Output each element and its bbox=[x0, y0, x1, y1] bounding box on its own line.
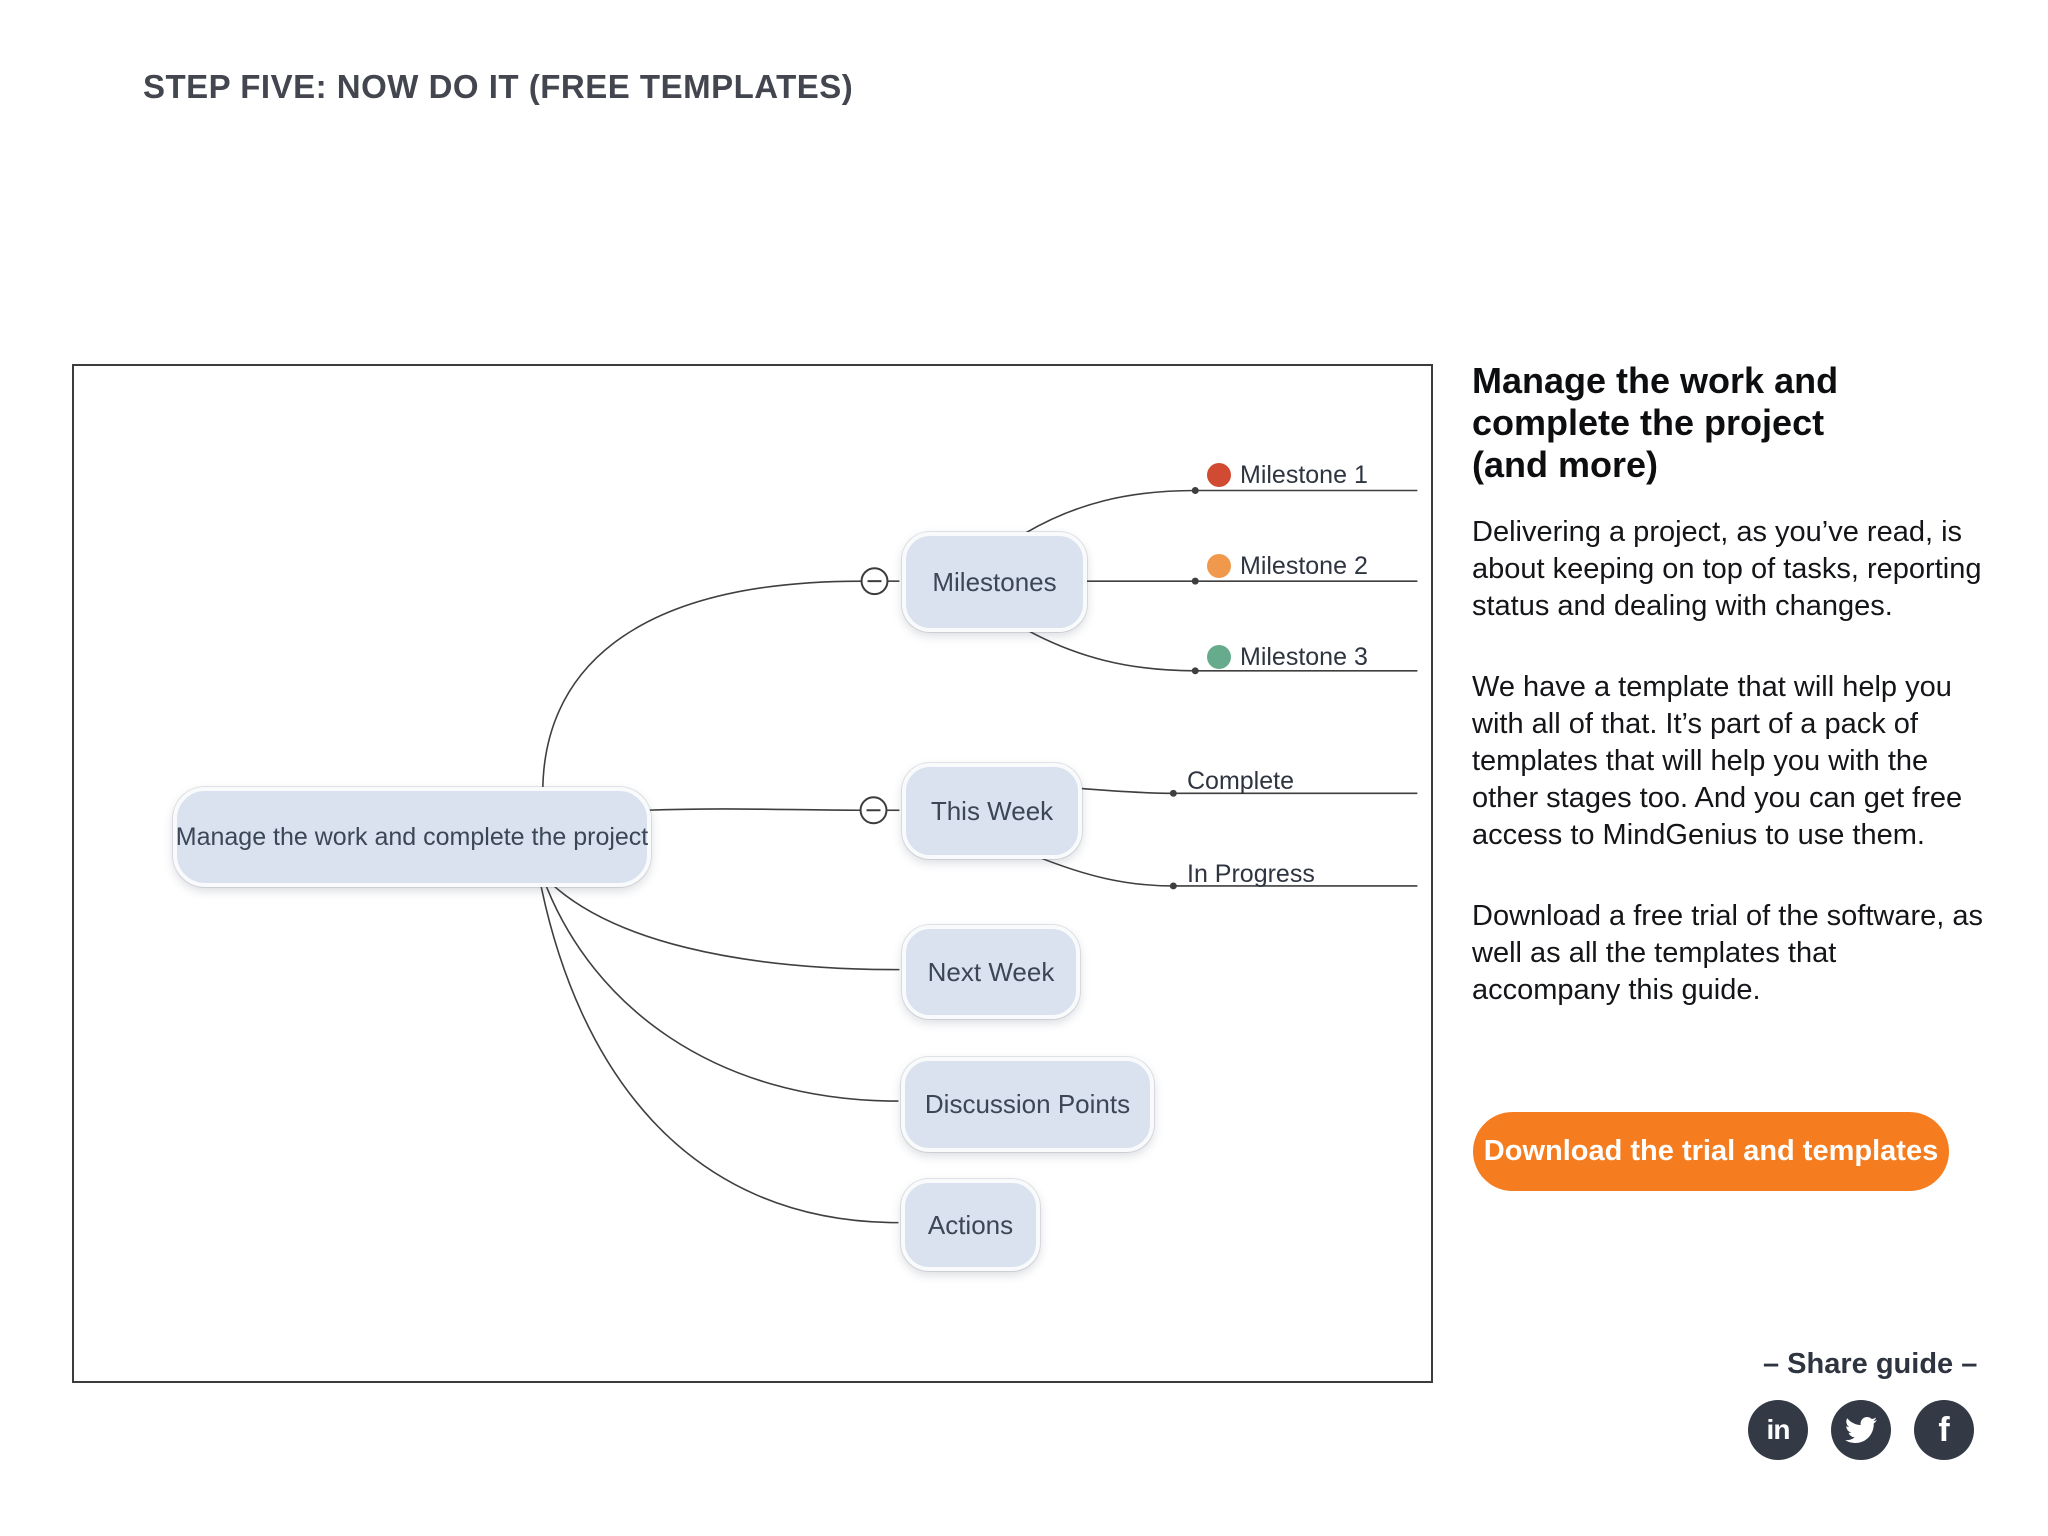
mindmap-node-discussion-points: Discussion Points bbox=[901, 1057, 1154, 1152]
twitter-icon bbox=[1845, 1414, 1877, 1446]
milestone-2-status-dot bbox=[1207, 554, 1231, 578]
mindmap-root-node: Manage the work and complete the project bbox=[173, 787, 651, 887]
mindmap-leaf-milestone-3: Milestone 3 bbox=[1207, 640, 1368, 674]
milestone-3-status-dot bbox=[1207, 645, 1231, 669]
mindmap-connectors bbox=[540, 487, 1418, 1224]
in-progress-label: In Progress bbox=[1187, 859, 1315, 888]
mindmap-node-this-week: This Week bbox=[902, 763, 1082, 859]
milestone-1-label: Milestone 1 bbox=[1240, 460, 1368, 489]
mindmap-node-actions: Actions bbox=[901, 1179, 1040, 1271]
linkedin-share-button[interactable]: in bbox=[1748, 1400, 1808, 1460]
milestone-3-label: Milestone 3 bbox=[1240, 642, 1368, 671]
aside-heading: Manage the work and complete the project… bbox=[1472, 360, 1972, 486]
share-guide-label: – Share guide – bbox=[1763, 1348, 1978, 1380]
mindmap-node-next-week: Next Week bbox=[902, 925, 1080, 1019]
mindmap-frame: Manage the work and complete the project… bbox=[72, 364, 1433, 1383]
facebook-icon: f bbox=[1938, 1410, 1950, 1449]
download-trial-button[interactable]: Download the trial and templates bbox=[1473, 1112, 1949, 1191]
complete-label: Complete bbox=[1187, 766, 1294, 795]
facebook-share-button[interactable]: f bbox=[1914, 1400, 1974, 1460]
collapse-toggle-milestones-icon bbox=[860, 567, 889, 596]
page-title: STEP FIVE: NOW DO IT (FREE TEMPLATES) bbox=[143, 68, 854, 105]
mindmap-node-milestones: Milestones bbox=[902, 532, 1087, 632]
milestone-1-status-dot bbox=[1207, 463, 1231, 487]
mindmap-leaf-in-progress: In Progress bbox=[1187, 857, 1315, 891]
aside-body: Delivering a project, as you’ve read, is… bbox=[1472, 514, 1984, 1053]
aside-heading-line: (and more) bbox=[1472, 444, 1659, 485]
aside-heading-line: complete the project bbox=[1472, 402, 1825, 443]
mindmap-leaf-milestone-2: Milestone 2 bbox=[1207, 549, 1368, 583]
aside-heading-line: Manage the work and bbox=[1472, 360, 1839, 401]
linkedin-icon: in bbox=[1766, 1414, 1791, 1445]
twitter-share-button[interactable] bbox=[1831, 1400, 1891, 1460]
aside-paragraph: Download a free trial of the software, a… bbox=[1472, 900, 1983, 1006]
milestone-2-label: Milestone 2 bbox=[1240, 551, 1368, 580]
mindmap-leaf-complete: Complete bbox=[1187, 764, 1294, 798]
aside-paragraph: We have a template that will help you wi… bbox=[1472, 671, 1963, 851]
collapse-toggle-thisweek-icon bbox=[859, 796, 888, 825]
aside-paragraph: Delivering a project, as you’ve read, is… bbox=[1472, 516, 1982, 622]
mindmap-leaf-milestone-1: Milestone 1 bbox=[1207, 458, 1368, 492]
social-share-row: in f bbox=[1748, 1400, 1974, 1460]
